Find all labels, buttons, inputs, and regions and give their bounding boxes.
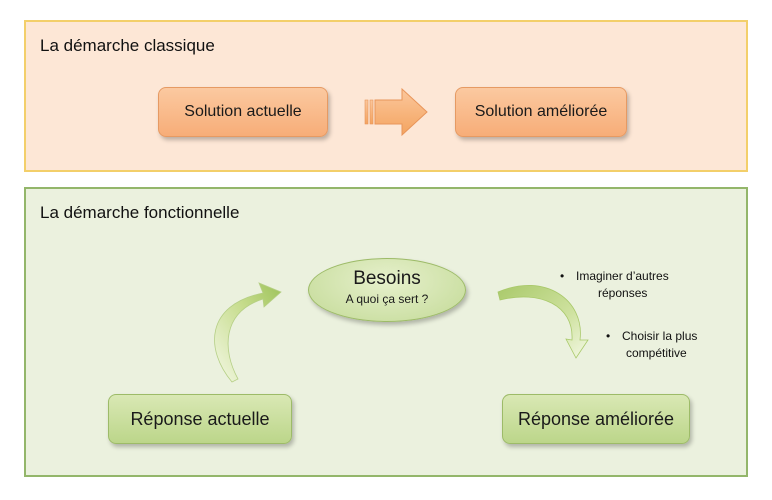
bullet-dot: • [606, 329, 611, 343]
bullet-imagine-line1: Imaginer d’autres [576, 269, 669, 283]
current-solution-box: Solution actuelle [158, 87, 328, 137]
classic-approach-panel: La démarche classique [24, 20, 748, 172]
bullet-imagine: • Imaginer d’autres réponses [560, 268, 726, 302]
curved-arrow-right-icon [497, 285, 589, 359]
current-response-box: Réponse actuelle [108, 394, 292, 444]
functional-approach-title: La démarche fonctionnelle [40, 203, 240, 222]
current-response-label: Réponse actuelle [130, 408, 270, 429]
bullet-imagine-line2: réponses [598, 286, 648, 300]
curved-arrow-left-icon [214, 282, 282, 383]
bullet-choose: • Choisir la plus compétitive [606, 328, 752, 362]
current-solution-label: Solution actuelle [184, 103, 302, 120]
needs-title: Besoins [353, 268, 421, 289]
bullet-choose-line2: compétitive [626, 346, 687, 360]
improved-response-label: Réponse améliorée [517, 408, 675, 429]
right-block-arrow-icon [364, 87, 428, 137]
needs-ellipse: Besoins A quoi ça sert ? [308, 258, 466, 322]
improved-response-box: Réponse améliorée [502, 394, 690, 444]
bullet-choose-line1: Choisir la plus [622, 329, 698, 343]
improved-solution-label: Solution améliorée [474, 103, 608, 120]
bullet-dot: • [560, 269, 565, 283]
classic-approach-title: La démarche classique [40, 36, 215, 55]
needs-subtitle: A quoi ça sert ? [345, 292, 429, 306]
improved-solution-box: Solution améliorée [455, 87, 627, 137]
